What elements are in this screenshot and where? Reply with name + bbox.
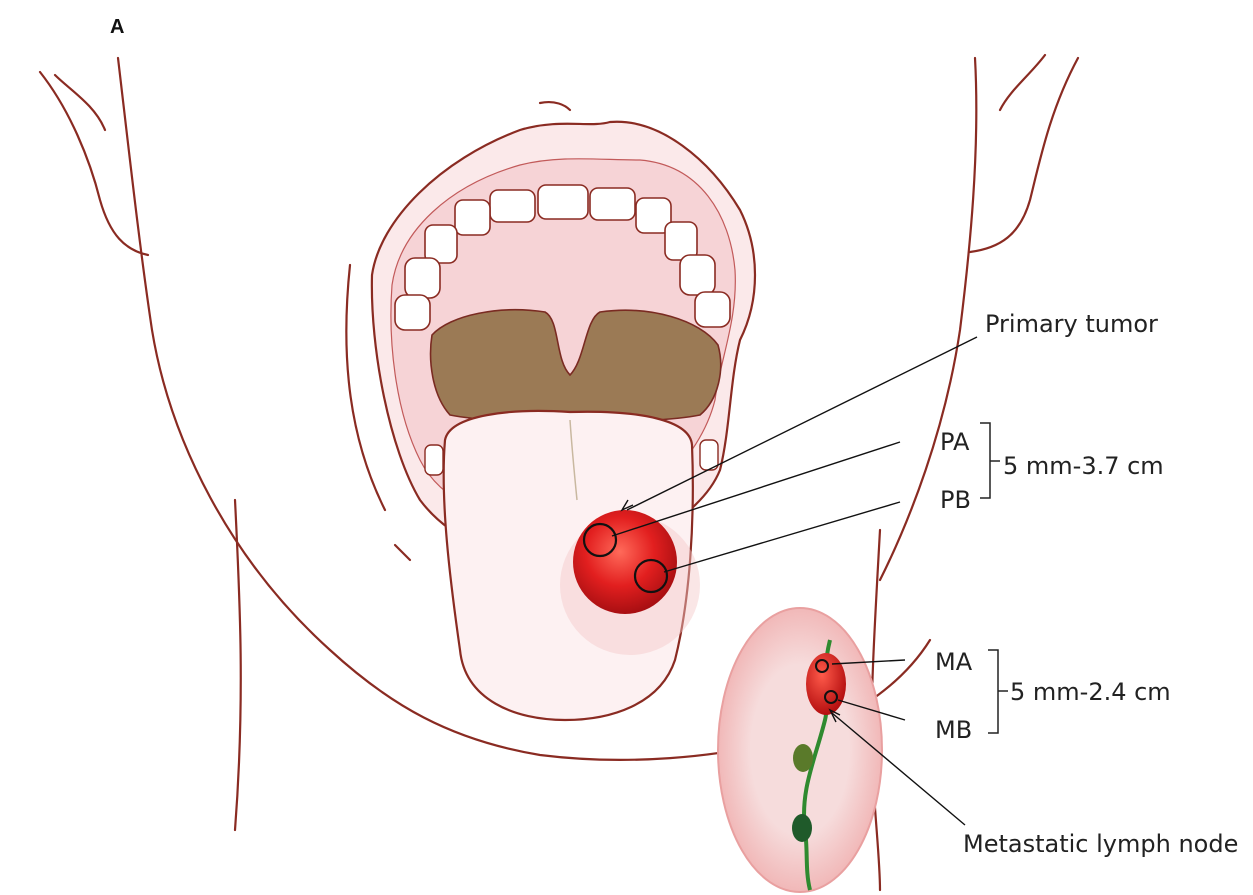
panel-label: A [110, 16, 124, 38]
pb-label: PB [940, 486, 971, 514]
primary-tumor [573, 510, 677, 614]
ma-label: MA [935, 648, 973, 676]
metastatic-range-label: 5 mm-2.4 cm [1010, 678, 1171, 706]
metastatic-node-label: Metastatic lymph node [963, 830, 1238, 858]
primary-range-label: 5 mm-3.7 cm [1003, 452, 1164, 480]
bracket-primary [980, 423, 1000, 498]
pa-label: PA [940, 428, 970, 456]
lymph-node-small [792, 814, 812, 842]
lymph-node-small [793, 744, 813, 772]
mb-label: MB [935, 716, 972, 744]
bracket-metastatic [988, 650, 1008, 733]
neck-lymph-region [718, 608, 882, 892]
primary-tumor-label: Primary tumor [985, 310, 1158, 338]
